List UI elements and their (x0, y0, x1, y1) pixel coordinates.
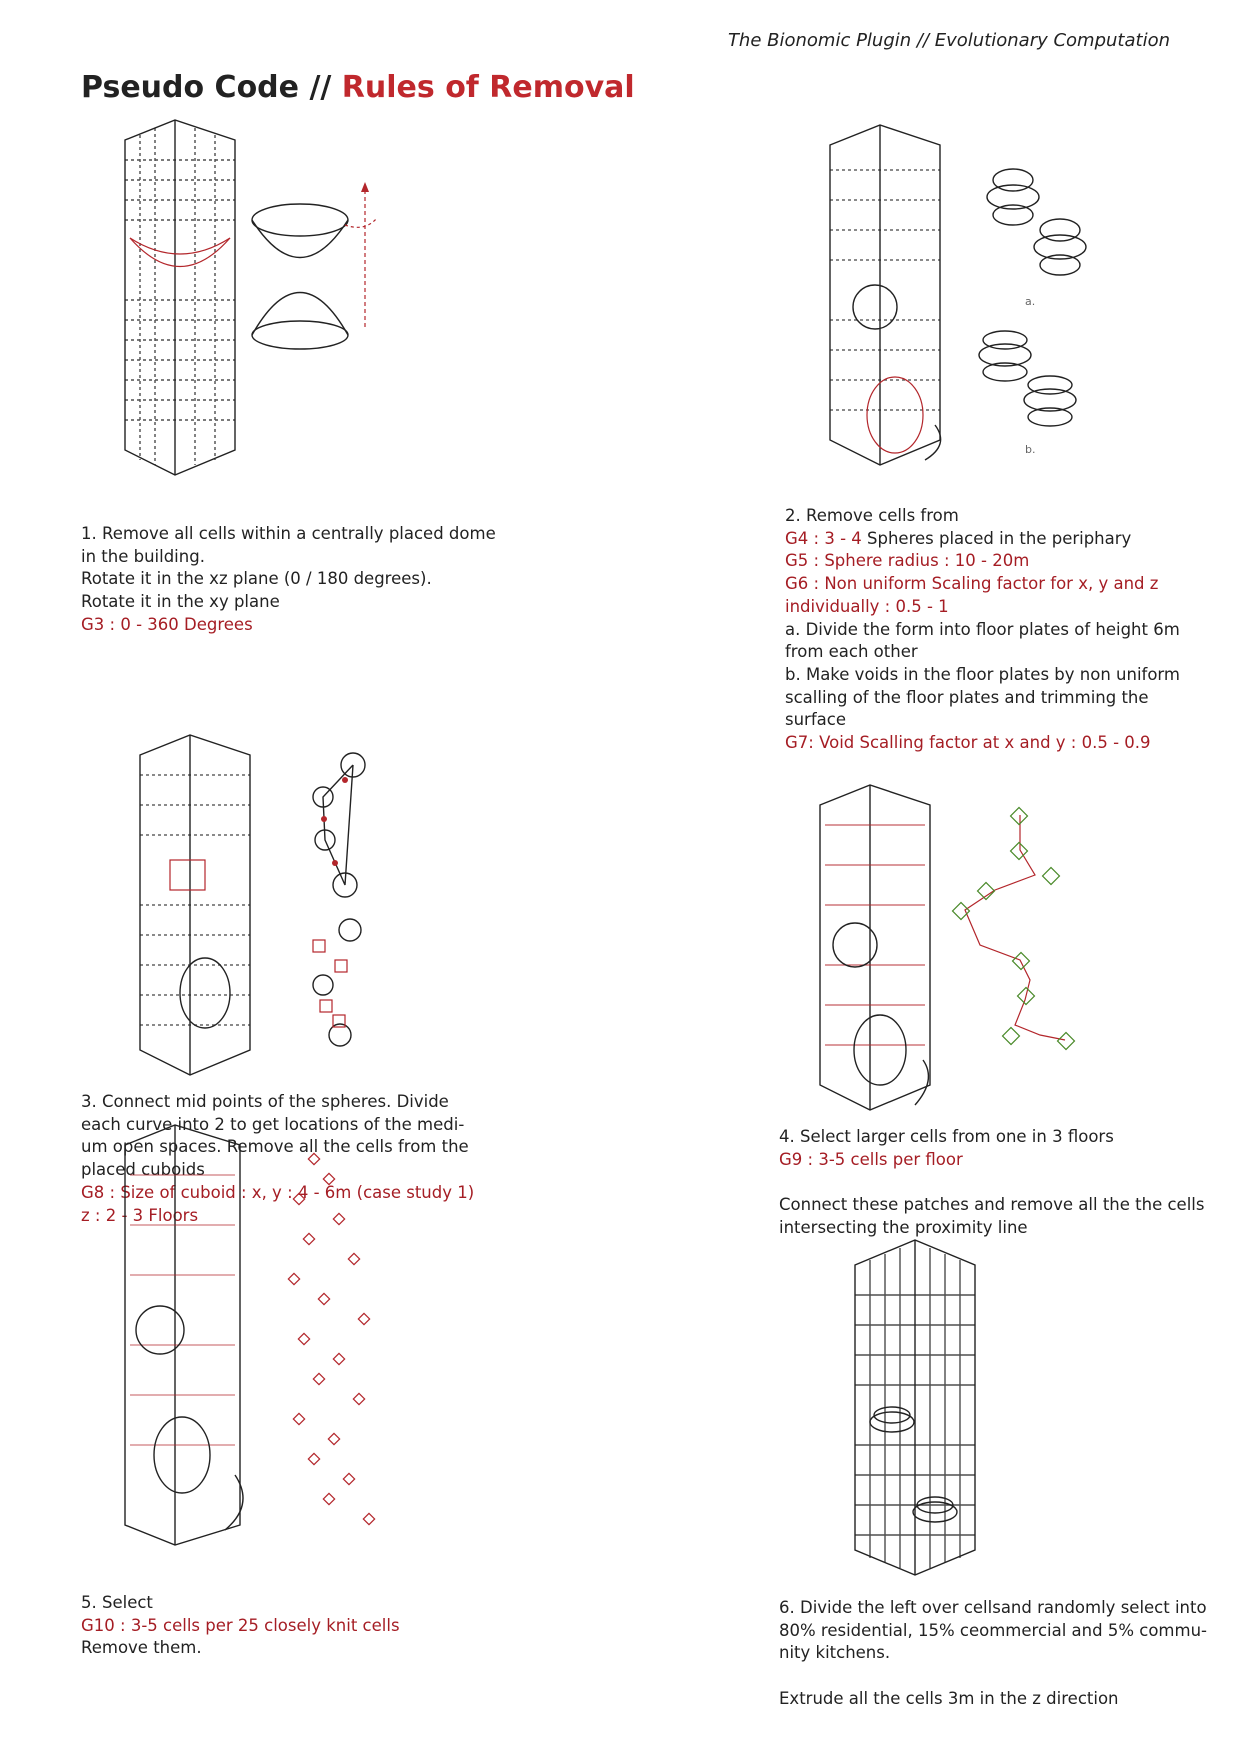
step-5-text: 5. Select G10 : 3-5 cells per 25 closely… (81, 1592, 400, 1660)
dome-diagram (252, 182, 377, 349)
tower-5 (125, 1125, 243, 1545)
tower-1 (125, 120, 235, 475)
title-main: Pseudo Code // (81, 70, 331, 105)
step-6-text: 6. Divide the left over cellsand randoml… (779, 1597, 1207, 1711)
cell-scatter (288, 1153, 374, 1524)
step-4-text: 4. Select larger cells from one in 3 flo… (779, 1126, 1204, 1240)
label-b: b. (1025, 443, 1035, 456)
figure-3-connected-spheres (135, 735, 395, 1075)
label-a: a. (1025, 295, 1035, 308)
step-1-text: 1. Remove all cells within a centrally p… (81, 523, 496, 637)
title-accent: Rules of Removal (331, 70, 634, 105)
figure-1-dome-removal (115, 120, 435, 500)
sphere-network (313, 753, 365, 1046)
tower-4 (820, 785, 930, 1110)
figure-6-extruded-tower (850, 1240, 1000, 1580)
proximity-network (953, 808, 1075, 1050)
page-title: Pseudo Code // Rules of Removal (81, 70, 635, 105)
tower-2 (830, 125, 941, 465)
tower-3 (140, 735, 250, 1075)
running-header: The Bionomic Plugin // Evolutionary Comp… (728, 30, 1170, 51)
figure-4-proximity-line (815, 785, 1095, 1125)
step-2-text: 2. Remove cells from G4 : 3 - 4 Spheres … (785, 505, 1180, 755)
figure-2-spheres: a. b. (825, 125, 1085, 465)
figure-5-selected-cells (120, 1125, 420, 1545)
